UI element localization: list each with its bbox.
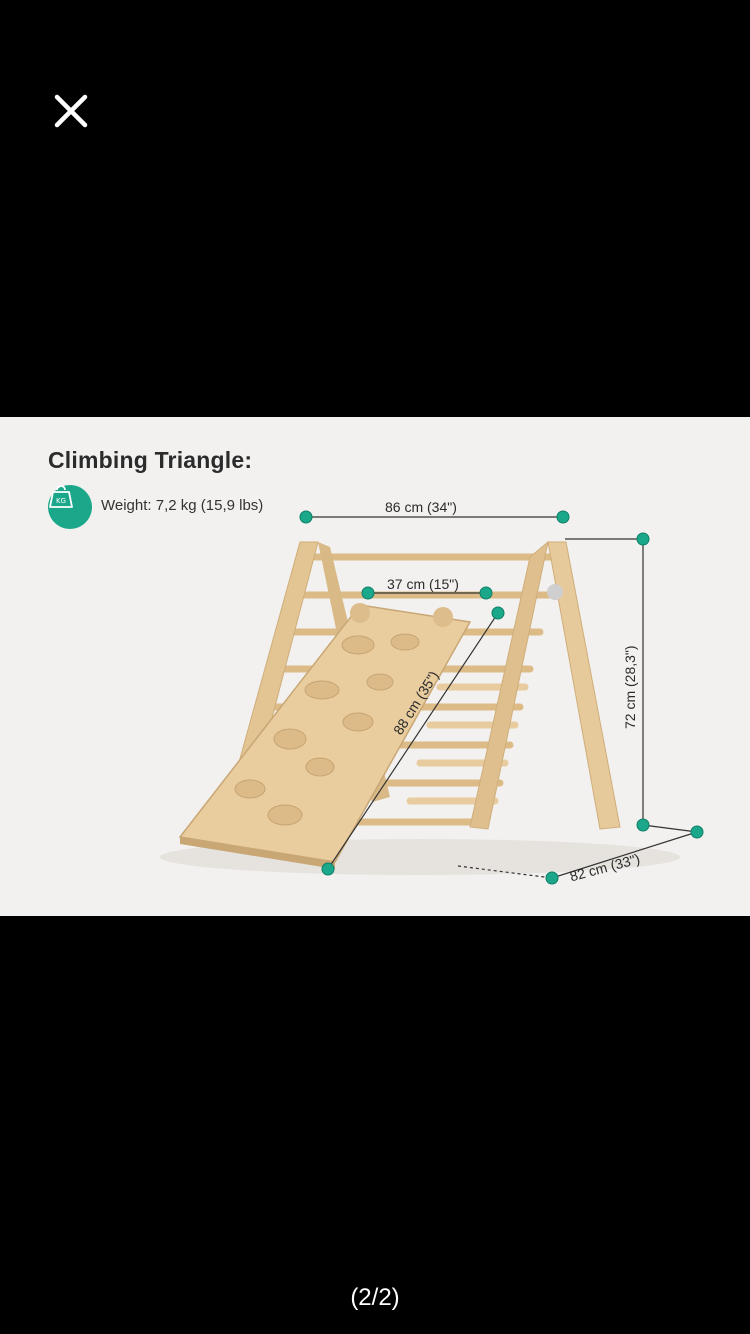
kg-weight-icon: KG — [49, 485, 73, 508]
close-icon — [54, 94, 88, 128]
dimension-ramp-width: 37 cm (15") — [387, 576, 459, 592]
image-counter: (2/2) — [350, 1284, 400, 1311]
kg-badge-text: KG — [56, 497, 66, 505]
product-title: Climbing Triangle: — [48, 447, 253, 473]
weight-label: Weight: 7,2 kg (15,9 lbs) — [101, 497, 264, 514]
weight-icon: KG — [48, 485, 92, 529]
climbing-triangle-illustration — [160, 510, 704, 885]
close-button[interactable] — [48, 88, 94, 134]
dimension-height: 72 cm (28,3") — [622, 645, 638, 729]
dimension-top-width: 86 cm (34") — [385, 499, 457, 515]
product-image[interactable]: Climbing Triangle: KG Weight: 7,2 kg (15… — [0, 417, 750, 916]
